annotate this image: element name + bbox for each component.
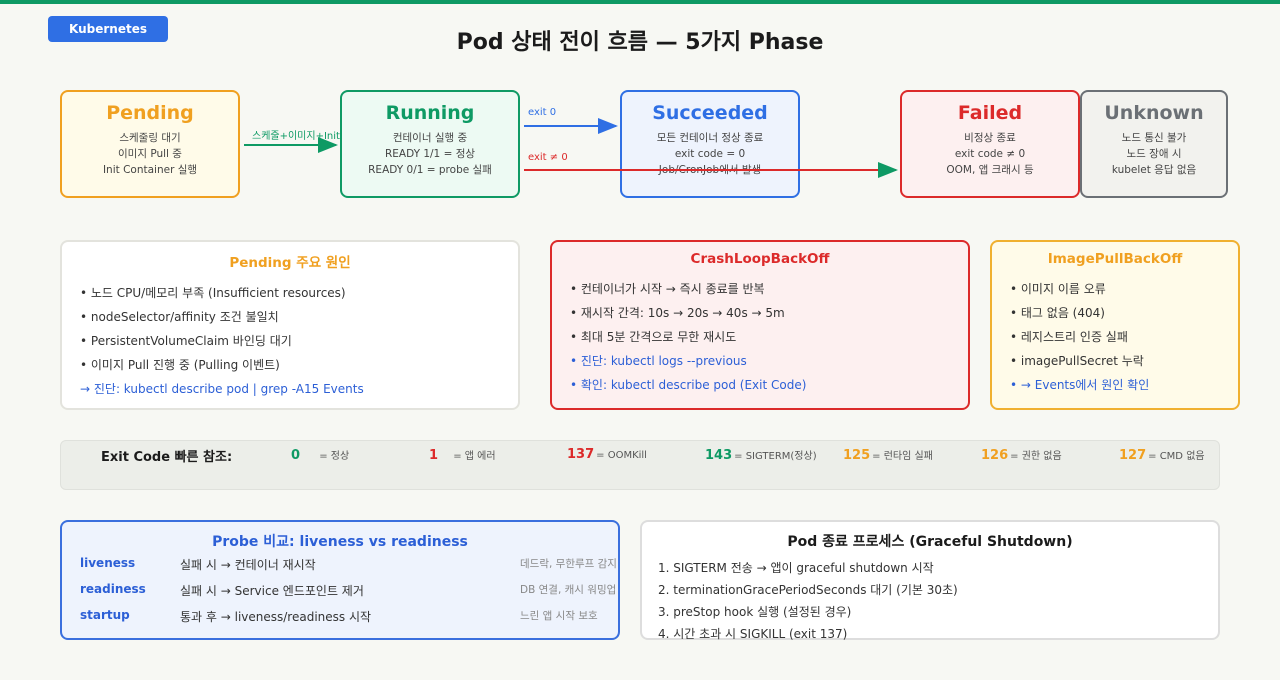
exit-code: 125 <box>843 448 871 463</box>
phase-line: exit code ≠ 0 <box>954 148 1026 160</box>
phase-pending: Pending 스케줄링 대기 이미지 Pull 중 Init Containe… <box>60 90 240 198</box>
exit-code-item: 143= SIGTERM(정상) <box>705 447 817 463</box>
list-item: • 레지스트리 인증 실패 <box>1010 330 1128 344</box>
exit-code-item: 125= 런타임 실패 <box>843 447 933 463</box>
phase-line: OOM, 앱 크래시 등 <box>946 164 1034 176</box>
step-item: 2. terminationGracePeriodSeconds 대기 (기본 … <box>658 583 958 597</box>
phase-line: 노드 장애 시 <box>1126 148 1182 160</box>
exit-code-reference: Exit Code 빠른 참조: 0 = 정상 1 = 앱 에러 137= OO… <box>60 440 1220 490</box>
imagepull-card: ImagePullBackOff • 이미지 이름 오류 • 태그 없음 (40… <box>990 240 1240 410</box>
list-item: • 진단: kubectl logs --previous <box>570 354 747 368</box>
exit-code-item: 126= 권한 없음 <box>981 447 1062 463</box>
probe-desc: 통과 후 → liveness/readiness 시작 <box>180 610 372 624</box>
probe-note: 느린 앱 시작 보호 <box>520 610 598 622</box>
phase-running: Running 컨테이너 실행 중 READY 1/1 = 정상 READY 0… <box>340 90 520 198</box>
card-title: CrashLoopBackOff <box>690 251 830 267</box>
page-title: Pod 상태 전이 흐름 — 5가지 Phase <box>456 30 824 55</box>
phase-line: 비정상 종료 <box>964 132 1016 144</box>
edge-label-schedule: 스케줄+이미지+Init <box>252 131 340 142</box>
phase-succeeded: Succeeded 모든 컨테이너 정상 종료 exit code = 0 Jo… <box>620 90 800 198</box>
step-item: 1. SIGTERM 전송 → 앱이 graceful shutdown 시작 <box>658 561 934 575</box>
list-item: • 확인: kubectl describe pod (Exit Code) <box>570 378 807 392</box>
list-item: • 이미지 이름 오류 <box>1010 282 1106 296</box>
phase-name: Unknown <box>1104 102 1204 124</box>
phase-line: 컨테이너 실행 중 <box>392 132 468 144</box>
pending-causes-card: Pending 주요 원인 • 노드 CPU/메모리 부족 (Insuffici… <box>60 240 520 410</box>
category-tag: Kubernetes <box>48 16 168 42</box>
phase-line: 스케줄링 대기 <box>119 132 181 144</box>
phase-line: READY 0/1 = probe 실패 <box>368 164 492 176</box>
list-item: • 태그 없음 (404) <box>1010 306 1105 320</box>
list-item: • 컨테이너가 시작 → 즉시 종료를 반복 <box>570 282 765 296</box>
probe-comparison-card: Probe 비교: liveness vs readiness liveness… <box>60 520 620 640</box>
probe-desc: 실패 시 → Service 엔드포인트 제거 <box>180 584 364 598</box>
exit-code-desc: = CMD 없음 <box>1148 451 1205 462</box>
exit-code-item: 137= OOMKill <box>567 447 647 462</box>
exit-code-desc: = 정상 <box>319 451 350 462</box>
list-item: • → Events에서 원인 확인 <box>1010 378 1150 392</box>
list-item: • nodeSelector/affinity 조건 불일치 <box>80 310 279 324</box>
exit-code-item: 127= CMD 없음 <box>1119 447 1205 463</box>
phase-line: 노드 통신 불가 <box>1121 132 1187 144</box>
exit-code: 1 <box>429 448 439 463</box>
phase-name: Failed <box>957 102 1023 124</box>
list-item: • 이미지 Pull 진행 중 (Pulling 이벤트) <box>80 358 280 372</box>
card-title: Probe 비교: liveness vs readiness <box>212 534 468 550</box>
probe-note: 데드락, 무한루프 감지 <box>520 558 617 570</box>
list-item: • imagePullSecret 누락 <box>1010 354 1144 368</box>
exit-code-item: 1 = 앱 에러 <box>429 447 496 463</box>
step-item: 4. 시간 초과 시 SIGKILL (exit 137) <box>658 627 848 641</box>
card-title: Pending 주요 원인 <box>229 255 351 271</box>
card-title: Pod 종료 프로세스 (Graceful Shutdown) <box>787 534 1073 550</box>
exit-code-label: Exit Code 빠른 참조: <box>101 450 233 465</box>
step-item: 3. preStop hook 실행 (설정된 경우) <box>658 605 852 619</box>
phase-unknown: Unknown 노드 통신 불가 노드 장애 시 kubelet 응답 없음 <box>1080 90 1228 198</box>
exit-code-desc: = 권한 없음 <box>1010 451 1062 462</box>
exit-code: 126 <box>981 448 1009 463</box>
list-item: → 진단: kubectl describe pod | grep -A15 E… <box>80 382 364 396</box>
probe-desc: 실패 시 → 컨테이너 재시작 <box>180 558 316 572</box>
probe-note: DB 연결, 캐시 워밍업 <box>520 584 617 596</box>
termination-process-card: Pod 종료 프로세스 (Graceful Shutdown) 1. SIGTE… <box>640 520 1220 641</box>
exit-code: 137 <box>567 447 595 462</box>
phase-line: 이미지 Pull 중 <box>118 148 182 160</box>
phase-line: exit code = 0 <box>674 148 746 160</box>
phase-name: Succeeded <box>652 102 768 124</box>
exit-code: 127 <box>1119 448 1147 463</box>
exit-code-desc: = 앱 에러 <box>453 451 496 462</box>
exit-code: 143 <box>705 448 733 463</box>
crashloop-card: CrashLoopBackOff • 컨테이너가 시작 → 즉시 종료를 반복 … <box>550 240 970 410</box>
phase-name: Running <box>385 102 475 124</box>
list-item: • PersistentVolumeClaim 바인딩 대기 <box>80 334 292 348</box>
list-item: • 노드 CPU/메모리 부족 (Insufficient resources) <box>80 286 346 300</box>
phase-line: 모든 컨테이너 정상 종료 <box>656 132 764 144</box>
card-title: ImagePullBackOff <box>1047 251 1183 267</box>
top-accent-bar <box>0 0 1280 4</box>
exit-code-desc: = SIGTERM(정상) <box>734 451 817 462</box>
phase-failed: Failed 비정상 종료 exit code ≠ 0 OOM, 앱 크래시 등 <box>900 90 1080 198</box>
edge-label-exit-0: exit 0 <box>528 107 557 118</box>
phase-line: Init Container 실행 <box>102 164 198 176</box>
exit-code-desc: = OOMKill <box>596 450 647 461</box>
phase-line: READY 1/1 = 정상 <box>384 148 476 160</box>
exit-code-item: 0 = 정상 <box>291 447 349 463</box>
probe-name: readiness <box>80 582 146 596</box>
exit-code-desc: = 런타임 실패 <box>872 451 933 462</box>
probe-name: liveness <box>80 556 136 570</box>
exit-code: 0 <box>291 448 301 463</box>
phase-line: kubelet 응답 없음 <box>1111 164 1197 176</box>
phase-name: Pending <box>106 102 194 124</box>
list-item: • 재시작 간격: 10s → 20s → 40s → 5m <box>570 306 785 320</box>
list-item: • 최대 5분 간격으로 무한 재시도 <box>570 330 737 344</box>
probe-name: startup <box>80 608 130 622</box>
edge-label-exit-nonzero: exit ≠ 0 <box>528 152 568 163</box>
